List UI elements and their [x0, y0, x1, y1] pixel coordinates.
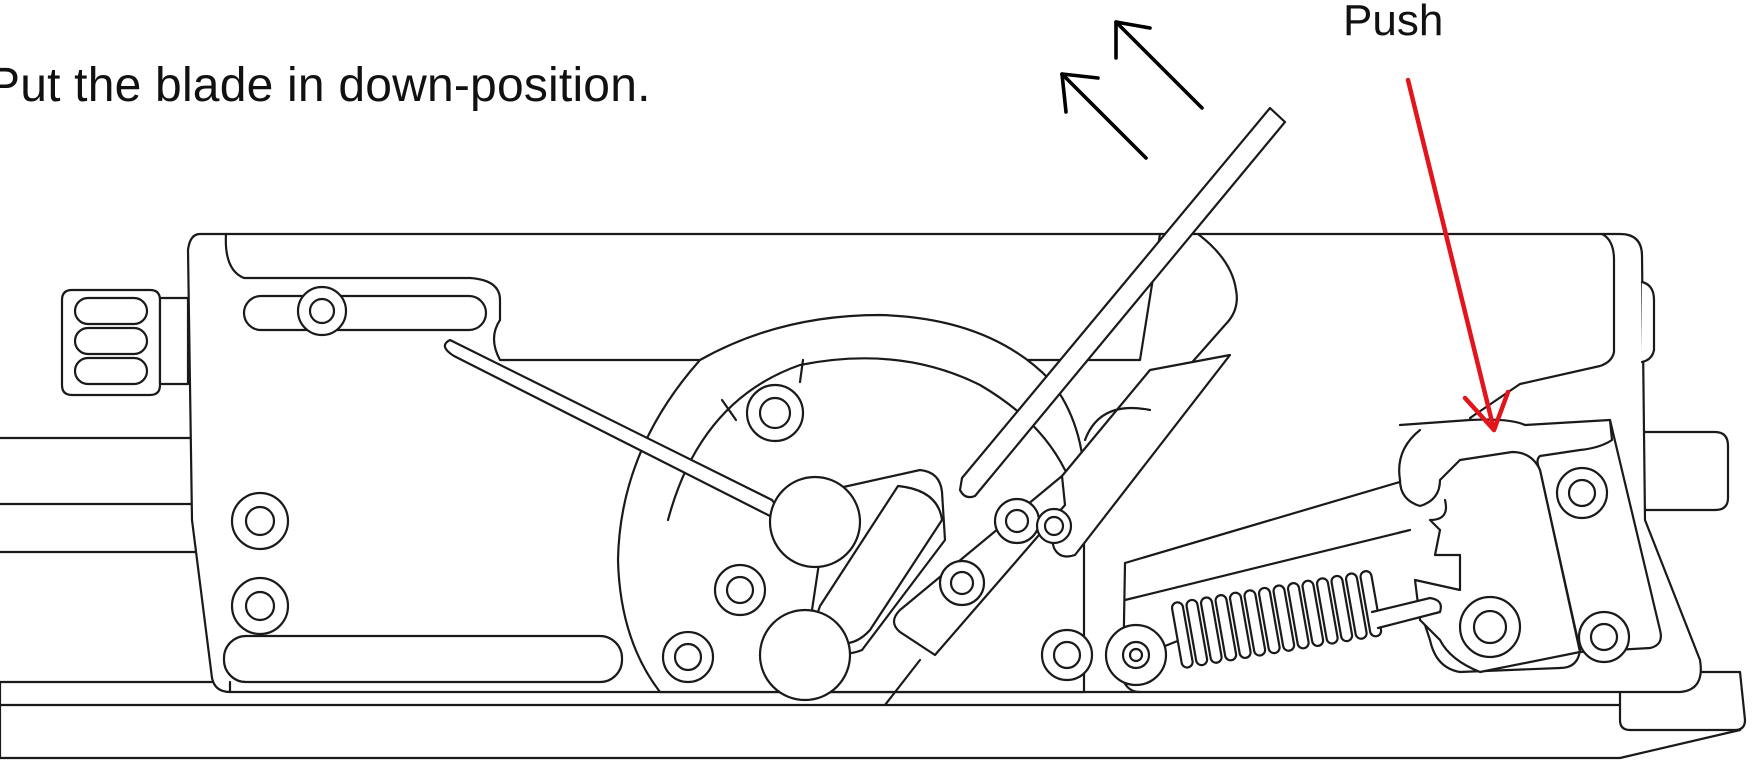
spring-coil	[1315, 577, 1339, 645]
left-screws	[230, 491, 290, 636]
motion-arrow-icon	[1060, 72, 1148, 160]
knob	[60, 288, 190, 397]
push-arrow-icon	[1405, 77, 1511, 433]
spring-coil	[1257, 586, 1281, 655]
spring-coil	[1286, 582, 1310, 650]
side-bump	[1640, 280, 1656, 364]
spring-coil	[1170, 601, 1194, 669]
instruction-text: Put the blade in down-position.	[0, 59, 651, 112]
top-slot	[242, 285, 488, 337]
spring-coil	[1214, 594, 1238, 662]
blade	[892, 106, 1287, 657]
spring-coil	[1185, 598, 1209, 667]
latch-lever	[1398, 418, 1631, 674]
spring-coil	[1330, 574, 1354, 643]
spring-coil	[1344, 572, 1368, 640]
spring-coil	[1301, 579, 1325, 648]
spring-coil	[1228, 591, 1252, 660]
left-rails	[0, 436, 212, 554]
motion-arrow-icon	[1114, 20, 1204, 110]
push-label: Push	[1343, 0, 1444, 45]
right-frame	[1083, 406, 1662, 694]
cam-link	[758, 468, 947, 702]
base-plate	[0, 670, 1747, 760]
spring-coil	[1199, 596, 1223, 664]
right-tab	[1628, 430, 1730, 512]
spring-coil	[1243, 589, 1267, 657]
spring	[1104, 570, 1442, 687]
bottom-slot	[222, 634, 624, 684]
spring-coil	[1272, 584, 1296, 652]
